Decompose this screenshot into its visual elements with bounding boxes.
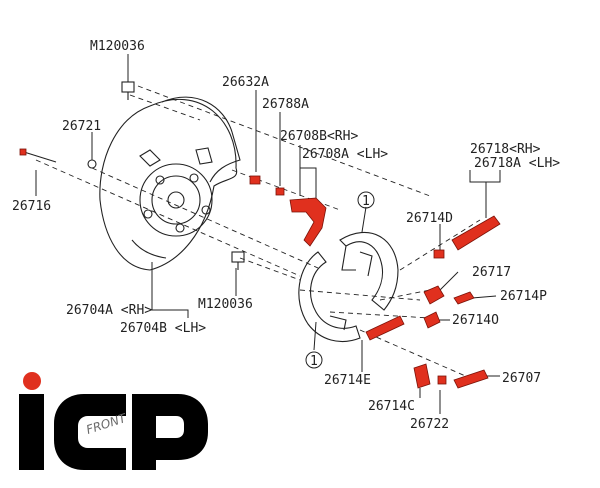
callout-1-upper: 1	[357, 191, 375, 209]
backing-plate	[99, 96, 241, 271]
label-plug: 26721	[62, 119, 101, 134]
adjuster-part	[451, 215, 501, 251]
clip-part	[437, 375, 447, 385]
label-strut: 26707	[502, 371, 541, 386]
logo-letter-p	[132, 394, 208, 470]
label-spring-o: 26714O	[452, 313, 499, 328]
label-washer: 26788A	[262, 97, 309, 112]
label-adjuster-lh: 26718A <LH>	[474, 156, 560, 171]
icp-logo: FRONT	[19, 372, 208, 470]
washer-part	[275, 187, 285, 196]
label-bolt-top: M120036	[90, 39, 145, 54]
callout-1-lower: 1	[305, 351, 323, 369]
pin-part	[249, 175, 261, 185]
logo-letter-i	[19, 394, 44, 470]
spring-o-part	[423, 311, 441, 329]
label-adjuster-rh: 26718<RH>	[470, 142, 541, 157]
brake-shoe-upper	[339, 231, 399, 311]
plug-part	[87, 159, 97, 169]
leader-lines	[35, 54, 501, 414]
label-plate-rh: 26704A <RH>	[66, 303, 152, 318]
label-spring-e: 26714E	[324, 373, 371, 388]
spring-17-part	[423, 285, 445, 305]
label-pin: 26632A	[222, 75, 269, 90]
callout-1-upper-text: 1	[362, 194, 370, 209]
part-labels: M120036 26632A 26788A 26708B<RH> 26708A …	[12, 39, 560, 432]
label-lever-rh: 26708B<RH>	[280, 129, 358, 144]
label-clip: 26722	[410, 417, 449, 432]
label-lever-lh: 26708A <LH>	[302, 147, 388, 162]
highlighted-parts	[249, 175, 501, 389]
spring-p-part	[453, 291, 475, 305]
label-rod: 26716	[12, 199, 51, 214]
label-spring-d: 26714D	[406, 211, 453, 226]
bolt-mid-part	[231, 251, 245, 270]
brake-shoe-lower	[298, 251, 361, 342]
label-plate-lh: 26704B <LH>	[120, 321, 206, 336]
label-spring-p: 26714P	[500, 289, 547, 304]
spring-c-part	[413, 363, 431, 389]
label-spring-17: 26717	[472, 265, 511, 280]
parking-lever-part	[289, 197, 327, 247]
rod-part	[19, 148, 57, 163]
strut-part	[453, 369, 489, 389]
logo-letter-c	[54, 394, 126, 470]
label-spring-c: 26714C	[368, 399, 415, 414]
label-bolt-mid: M120036	[198, 297, 253, 312]
spring-d-part	[433, 249, 445, 259]
bolt-top-part	[121, 81, 135, 100]
spring-e-part	[365, 315, 405, 341]
callout-1-lower-text: 1	[310, 354, 318, 369]
logo-dot	[23, 372, 41, 390]
assembly-lines	[35, 85, 481, 379]
